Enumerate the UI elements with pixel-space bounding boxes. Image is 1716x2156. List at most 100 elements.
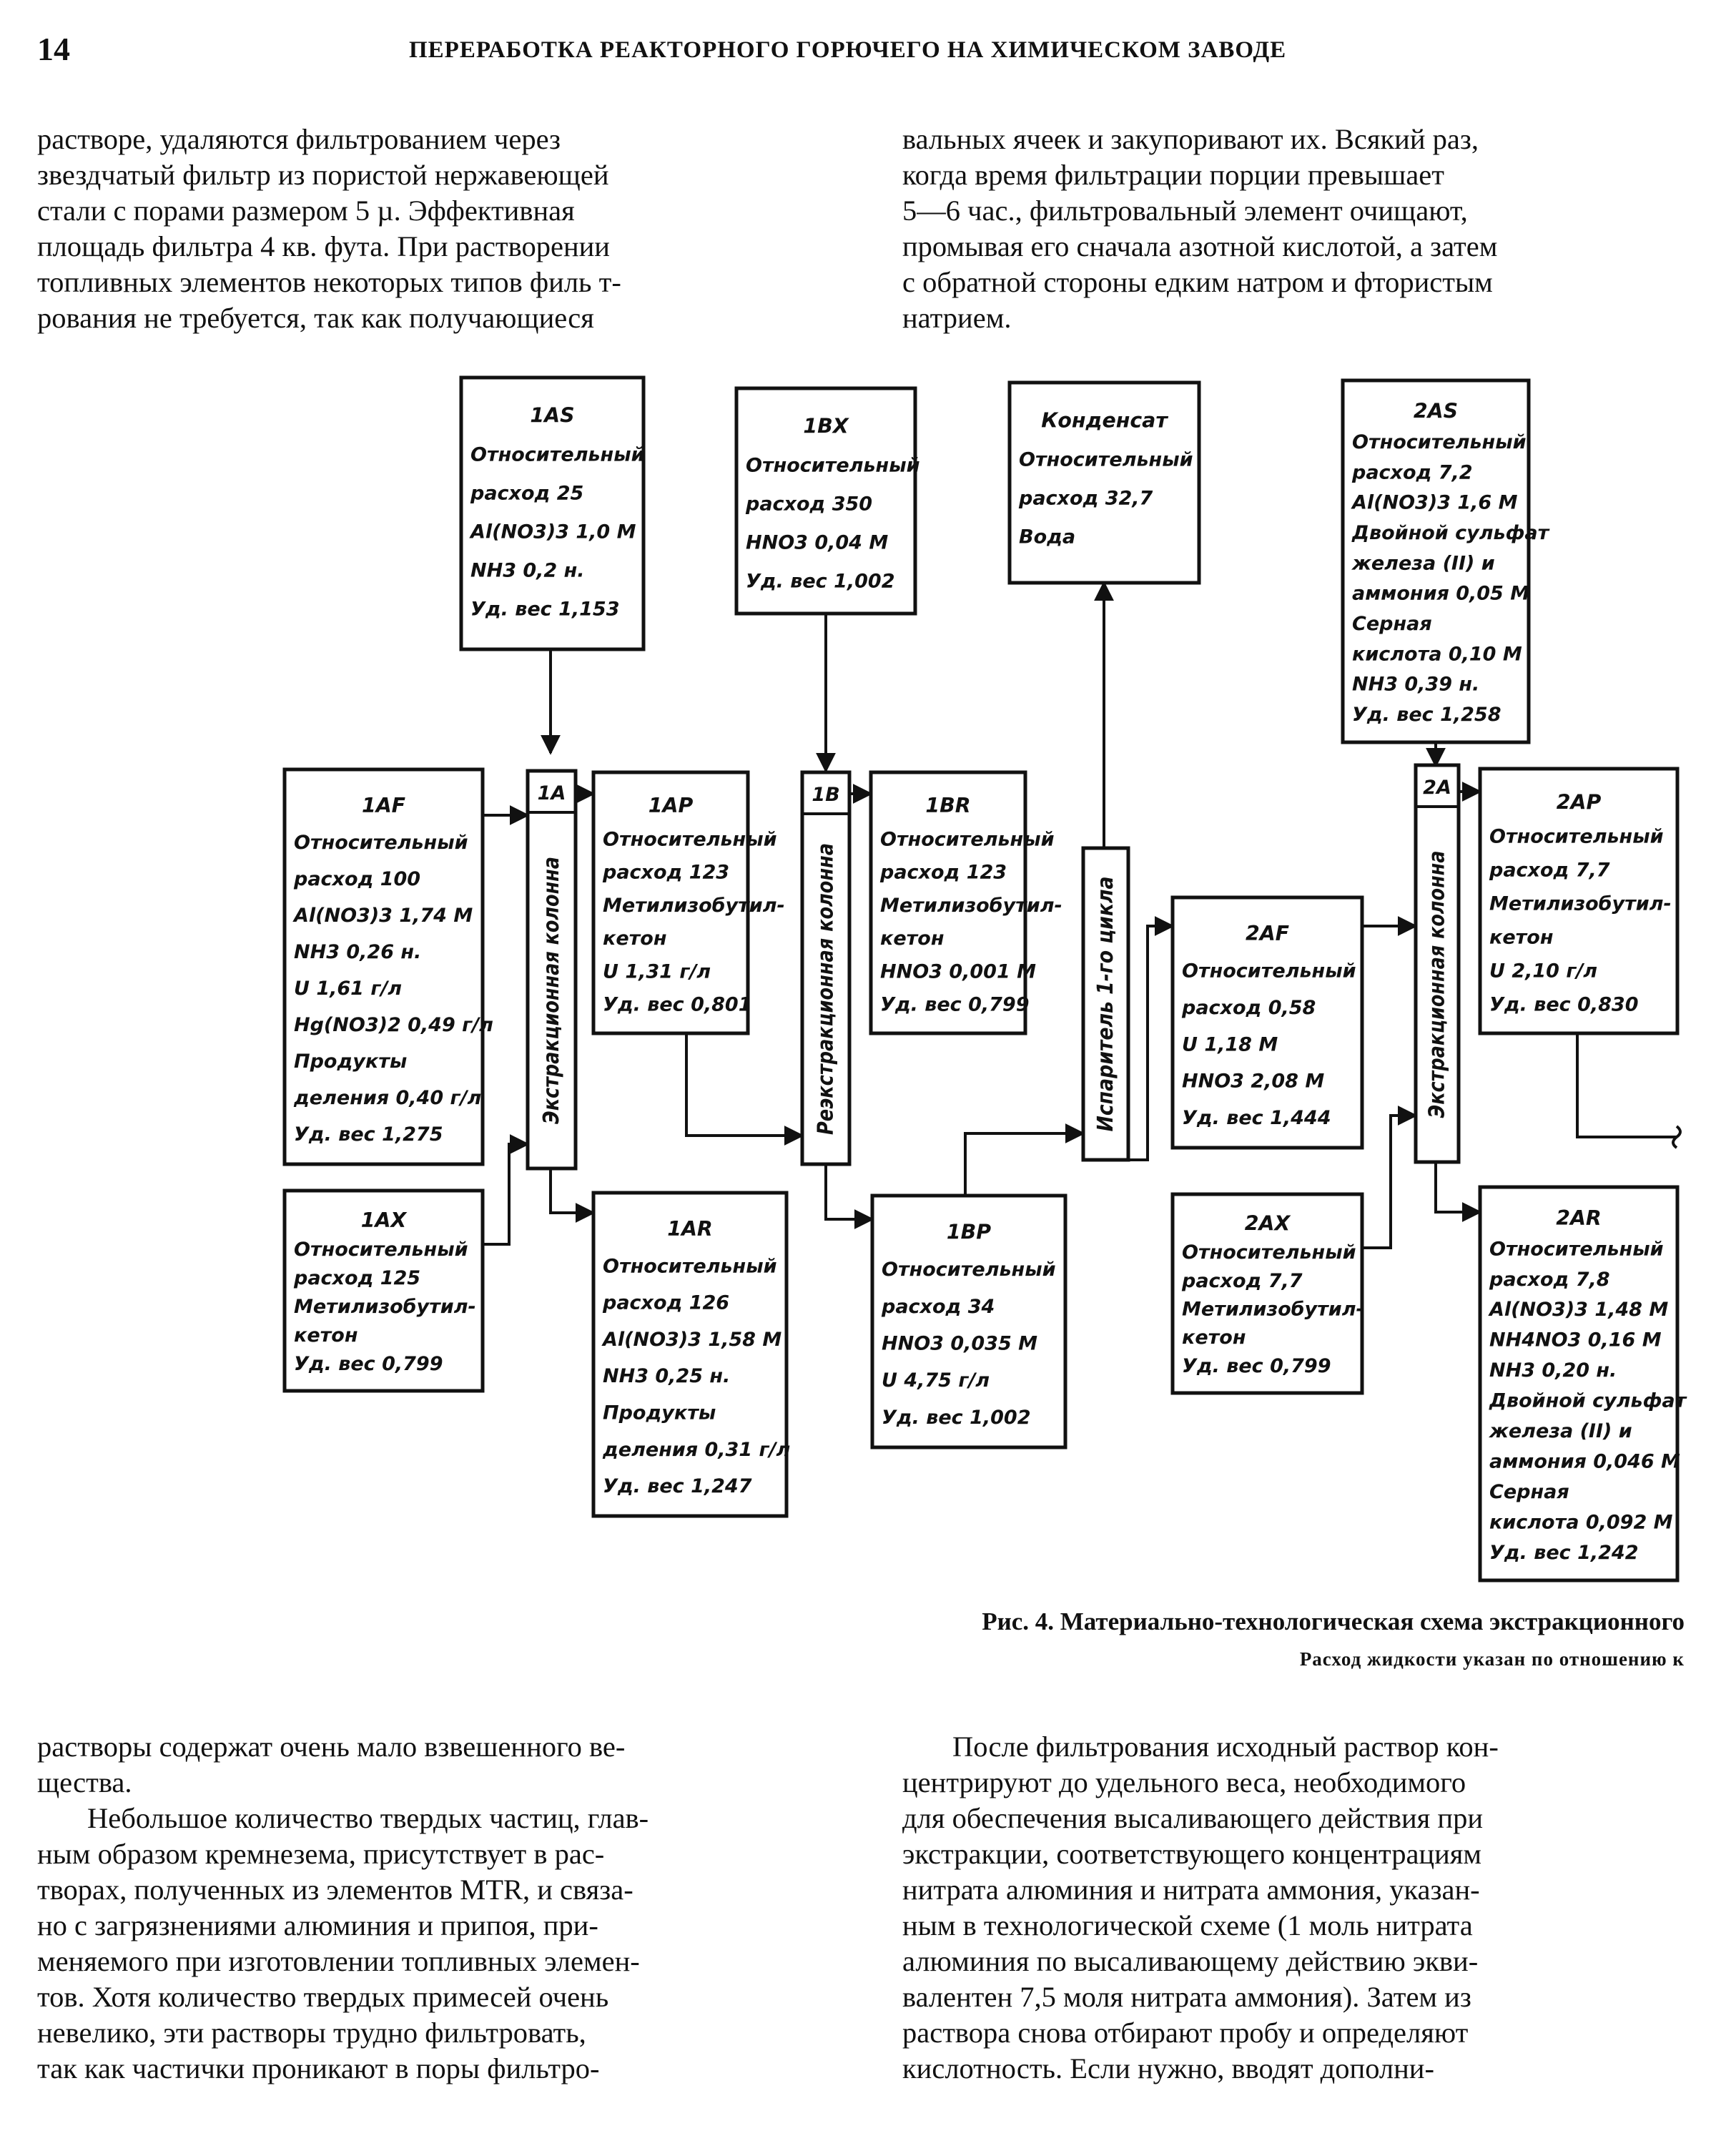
text-line: ным в технологической схеме (1 моль нитр… [902,1909,1473,1941]
arrow-1bp-to-evap [964,1123,1085,1196]
stream-box-frame [869,770,1027,1035]
stream-box-frame [591,770,750,1035]
stream-box-line: деления 0,31 г/л [602,1439,790,1461]
stream-box-line: Уд. вес 0,799 [1182,1355,1331,1377]
column-frame [526,769,578,1171]
text-line: для обеспечения высаливающего действия п… [902,1802,1483,1834]
text-line: растворе, удаляются фильтрованием через [37,123,561,155]
stream-box-line: Относительный [1352,431,1527,453]
stream-box-line: Относительный [603,828,777,850]
stream-box-frame [1478,767,1680,1035]
stream-box-frame [734,386,917,616]
stream-box-line: расход 100 [293,868,420,890]
text-line: так как частички проникают в поры фильтр… [37,2052,600,2084]
text-line: раствора снова отбирают пробу и определя… [902,2017,1469,2049]
stream-box-frame [1170,895,1364,1150]
stream-box-line: HNO3 0,001 М [880,960,1036,983]
stream-box-line: U 2,10 г/л [1489,960,1597,982]
stream-box-line: NH3 0,2 н. [470,559,585,581]
text-line: вальных ячеек и закупоривают их. Всякий … [902,123,1479,155]
stream-box-line: расход 126 [602,1292,729,1314]
stream-box-title: 1AF [362,794,406,817]
stream-box-line: NH3 0,20 н. [1489,1359,1617,1382]
stream-box-line: NH3 0,39 н. [1352,674,1479,696]
stream-box-line: U 1,61 г/л [294,978,402,1000]
stream-box-line: Двойной сульфат [1351,522,1550,544]
stream-box-line: расход 125 [293,1267,420,1289]
stream-box-line: HNO3 2,08 М [1182,1070,1324,1093]
line-2ap-out [1576,1033,1677,1138]
stream-box-line: Уд. вес 0,801 [603,994,752,1016]
column-ev: Испаритель 1-го цикла [1081,846,1130,1162]
page-number: 14 [37,31,70,67]
stream-box-line: Al(NO3)3 1,48 М [1488,1299,1668,1321]
column-tag: 1B [812,784,839,806]
stream-box-line: Относительный [746,454,920,476]
stream-box-line: кетон [1182,1326,1246,1349]
stream-box-line: кетон [603,927,667,950]
column-frame [1081,846,1130,1162]
stream-box-line: Уд. вес 0,830 [1489,993,1639,1015]
text-line: творах, полученных из элементов MTR, и с… [37,1874,633,1906]
stream-box-line: расход 123 [879,862,1007,884]
text-line: но с загрязнениями алюминия и припоя, пр… [37,1909,598,1941]
text-line: с обратной стороны едким натром и фторис… [902,266,1493,298]
stream-box-line: Метилизобутил- [880,895,1062,917]
stream-box-line: Уд. вес 1,002 [746,570,895,592]
stream-box-line: Метилизобутил- [1182,1299,1364,1321]
stream-box-line: U 4,75 г/л [882,1369,990,1392]
stream-box-line: U 1,18 М [1182,1033,1278,1055]
stream-box-line: Относительный [294,1239,468,1261]
stream-box-line: Серная [1352,613,1432,635]
stream-box-line: Относительный [1182,1241,1356,1264]
stream-box-line: кислота 0,10 М [1352,643,1522,665]
stream-box-title: 2AF [1246,922,1290,945]
arrow-evap-to-2af [1128,916,1175,1161]
stream-box-line: Относительный [1182,960,1356,983]
text-line: 5—6 час., фильтровальный элемент очищают… [902,195,1468,227]
text-line: когда время фильтрации порции превышает [902,159,1444,191]
figure-caption: Рис. 4. Материально-технологическая схем… [982,1608,1685,1635]
stream-box-line: кислота 0,092 М [1489,1512,1673,1534]
column-label: Экстракционная колонна [1425,851,1450,1118]
stream-box-frame [870,1193,1067,1449]
stream-box-line: Уд. вес 0,799 [294,1353,443,1375]
text-line: натрием. [902,302,1012,334]
stream-box-title: Конденсат [1041,408,1168,432]
stream-box-line: U 1,31 г/л [603,960,711,983]
stream-box-line: расход 7,2 [1351,461,1473,483]
text-line: невелико, эти растворы трудно фильтроват… [37,2017,586,2049]
top-left-column: растворе, удаляются фильтрованием через … [37,122,813,336]
stream-box-line: расход 25 [470,482,583,504]
stream-box-title: 1BX [803,414,849,438]
stream-box-line: кетон [294,1324,358,1347]
stream-box-line: расход 7,7 [1489,860,1610,882]
stream-box-line: расход 123 [602,862,729,884]
stream-box-line: Al(NO3)3 1,74 М [292,905,473,927]
stream-box-frame [1170,1192,1364,1395]
arrow-2a-to-2ar [1434,1162,1482,1222]
text-line: растворы содержат очень мало взвешенного… [37,1731,626,1763]
stream-box-line: Относительный [882,1259,1056,1281]
bottom-right-column: После фильтрования исходный раствор кон-… [902,1729,1683,2087]
bottom-left-column: растворы содержат очень мало взвешенного… [37,1729,813,2087]
stream-box-title: 1AS [530,403,574,427]
stream-box-line: расход 34 [881,1296,995,1318]
stream-box-title: 1AX [361,1209,408,1232]
stream-box-line: Продукты [603,1402,716,1424]
stream-box-line: аммония 0,05 М [1352,583,1529,605]
text-line: нитрата алюминия и нитрата аммония, указ… [902,1874,1480,1906]
